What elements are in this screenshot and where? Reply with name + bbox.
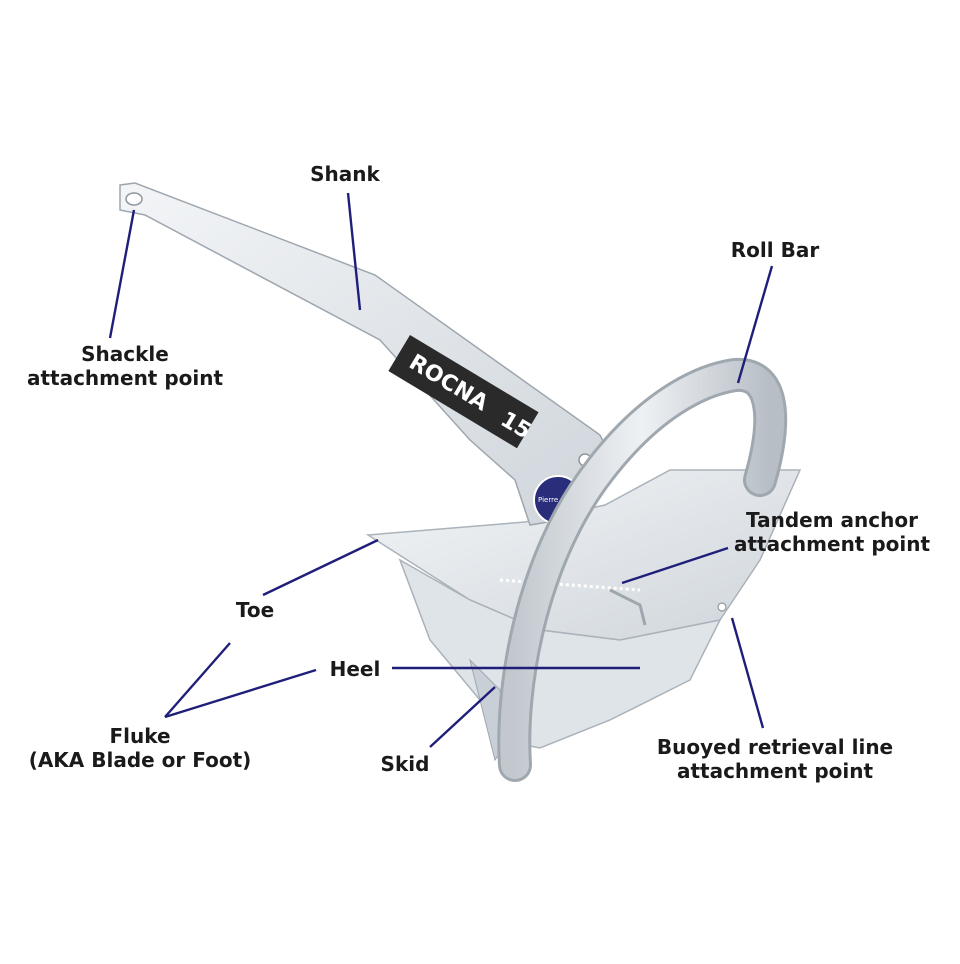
label-shackle-line2: attachment point (26, 366, 224, 390)
label-tandem-line1: Tandem anchor (746, 508, 918, 532)
label-toe: Toe (235, 598, 275, 622)
label-roll-bar: Roll Bar (730, 238, 820, 262)
buoyed-hole (717, 602, 727, 612)
label-buoyed-line2: attachment point (676, 759, 874, 783)
label-buoyed-line1: Buoyed retrieval line (656, 735, 894, 759)
label-fluke-line1: Fluke (109, 724, 171, 748)
leader-skid (429, 686, 496, 748)
leader-toe (262, 538, 379, 597)
label-tandem: Tandem anchor attachment point (712, 508, 952, 556)
shank-body (119, 182, 611, 526)
weld-seam (499, 578, 641, 592)
label-fluke: Fluke (AKA Blade or Foot) (10, 724, 270, 772)
leader-buoyed (730, 617, 765, 729)
label-skid: Skid (380, 752, 430, 776)
label-shackle-line1: Shackle (81, 342, 169, 366)
leader-fluke-1 (164, 642, 231, 718)
leader-shackle (108, 209, 136, 339)
label-buoyed: Buoyed retrieval line attachment point (640, 735, 910, 783)
tandem-post (609, 588, 647, 626)
label-shank: Shank (310, 162, 380, 186)
label-tandem-line2: attachment point (733, 532, 931, 556)
leader-shank (346, 192, 362, 311)
label-heel: Heel (329, 657, 381, 681)
shackle-hole (125, 192, 143, 206)
leader-roll-bar (736, 265, 774, 384)
roll-bar-highlight (500, 360, 785, 779)
badge-text: Pierre Cove (538, 496, 578, 504)
leader-tandem (621, 546, 729, 585)
label-shackle: Shackle attachment point (10, 342, 240, 390)
leader-fluke-2 (164, 668, 317, 719)
label-fluke-line2: (AKA Blade or Foot) (28, 748, 252, 772)
